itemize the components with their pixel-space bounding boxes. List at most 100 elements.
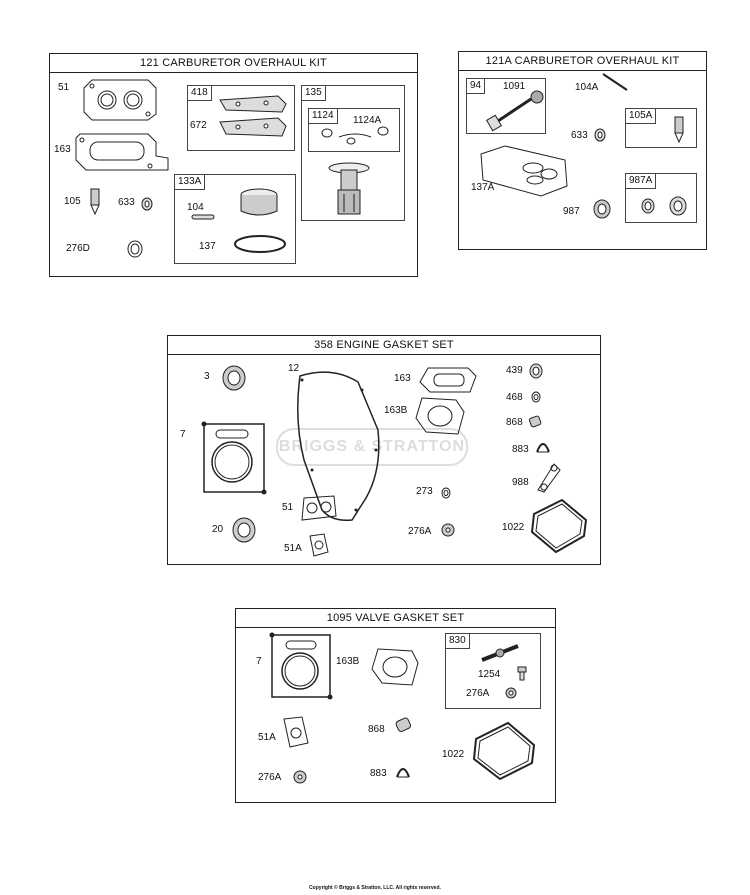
part-label-137a: 137A: [471, 182, 495, 193]
seal-633: [141, 197, 153, 211]
kit-121a-panel: 121A CARBURETOR OVERHAUL KIT 94 1091 104…: [458, 51, 707, 250]
part-label-104: 104: [187, 202, 204, 213]
gasket-163b-358: [415, 397, 465, 435]
breather-gasket-988: [537, 463, 561, 493]
gasket-163b-1095: [371, 648, 419, 686]
head-gasket-7-358: [201, 421, 267, 495]
part-label-105: 105: [64, 196, 81, 207]
part-label-51-358: 51: [282, 502, 294, 513]
crankcase-gasket-12: [297, 371, 380, 522]
subkit-987a-tag: 987A: [626, 174, 657, 189]
part-label-1022-1095: 1022: [442, 749, 465, 760]
part-label-633a: 633: [571, 130, 588, 141]
subkit-418-tag: 418: [188, 86, 212, 101]
valve-seal-868-358: [528, 415, 542, 428]
seals-987a: [641, 196, 687, 216]
part-label-987: 987: [563, 206, 580, 217]
part-label-20: 20: [212, 524, 224, 535]
subkit-1124-tag: 1124: [309, 109, 338, 124]
subkit-418-box: 418 672: [187, 85, 295, 151]
part-label-273: 273: [416, 486, 433, 497]
part-label-163b-358: 163B: [384, 405, 408, 416]
part-label-1254: 1254: [478, 669, 501, 680]
part-label-1022-358: 1022: [502, 522, 525, 533]
part-label-12: 12: [288, 363, 300, 374]
gasket-51a-358: [309, 533, 329, 557]
part-label-988: 988: [512, 477, 529, 488]
part-label-276a-830: 276A: [466, 688, 490, 699]
gasket-51-358: [301, 495, 337, 521]
part-label-104a: 104A: [575, 82, 599, 93]
set-1095-panel: 1095 VALVE GASKET SET 7 163B 830 1254 27…: [235, 608, 556, 803]
part-label-868-358: 868: [506, 417, 523, 428]
part-label-51: 51: [58, 82, 70, 93]
subkit-133a-box: 133A 104 137: [174, 174, 296, 264]
part-label-439: 439: [506, 365, 523, 376]
seal-20: [232, 517, 256, 543]
cover-gasket-1022-1095: [472, 721, 536, 781]
seal-468: [531, 391, 541, 403]
subkit-135-tag: 135: [302, 86, 326, 101]
part-label-137: 137: [199, 241, 216, 252]
part-label-1124a: 1124A: [353, 115, 382, 126]
part-label-7-1095: 7: [256, 656, 262, 667]
primer-assembly-135: [328, 162, 370, 215]
clip-883-358: [536, 443, 550, 453]
subkit-135-box: 135 1124 1124A: [301, 85, 405, 221]
subkit-105a-tag: 105A: [626, 109, 657, 124]
bolt-1254: [517, 666, 527, 681]
subkit-133a-tag: 133A: [175, 175, 206, 190]
part-label-51a-1095: 51A: [258, 732, 276, 743]
head-gasket-7-1095: [269, 632, 333, 700]
part-label-633: 633: [118, 197, 135, 208]
needle-valve-94: [485, 90, 544, 132]
seal-987: [593, 199, 611, 219]
carb-gasket-163: [75, 133, 169, 171]
subkit-94-tag: 94: [467, 79, 486, 94]
seals-1124: [321, 126, 389, 145]
washer-276a-1095: [293, 770, 307, 784]
float-133a: [240, 188, 278, 216]
gasket-418: [219, 95, 287, 113]
part-label-883-358: 883: [512, 444, 529, 455]
set-1095-title: 1095 VALVE GASKET SET: [236, 609, 555, 628]
carb-gasket-51: [83, 79, 157, 121]
subkit-830-box: 830 1254 276A: [445, 633, 541, 709]
subkit-987a-box: 987A: [625, 173, 697, 223]
part-label-3: 3: [204, 371, 210, 382]
subkit-1124-box: 1124 1124A: [308, 108, 400, 152]
seal-439: [529, 363, 543, 379]
subkit-94-box: 94 1091: [466, 78, 546, 134]
part-label-468: 468: [506, 392, 523, 403]
gasket-51a-1095: [283, 716, 309, 748]
part-label-276d: 276D: [66, 243, 90, 254]
oring-137: [234, 235, 286, 253]
rocker-830: [481, 644, 519, 662]
washer-276a-830: [505, 687, 517, 699]
kit-121a-title: 121A CARBURETOR OVERHAUL KIT: [459, 52, 706, 71]
part-label-163b-1095: 163B: [336, 656, 360, 667]
part-label-163b-358-upper: 163: [394, 373, 411, 384]
part-label-276a-1095: 276A: [258, 772, 282, 783]
gasket-163-358: [419, 367, 477, 393]
gasket-672: [219, 117, 287, 137]
needle-105a: [674, 116, 684, 144]
subkit-830-tag: 830: [446, 634, 470, 649]
seal-273: [441, 487, 451, 499]
part-label-51a-358: 51A: [284, 543, 302, 554]
washer-276d: [127, 240, 143, 258]
part-label-276a-358: 276A: [408, 526, 432, 537]
part-label-1091: 1091: [503, 81, 526, 92]
valve-seal-868-1095: [395, 717, 412, 733]
pin-104a: [602, 73, 628, 91]
seal-3: [222, 365, 246, 391]
part-label-163: 163: [54, 144, 71, 155]
part-label-868-1095: 868: [368, 724, 385, 735]
seal-633a: [594, 128, 606, 142]
cover-gasket-1022-358: [530, 498, 588, 554]
pin-104: [191, 214, 215, 220]
kit-121-title: 121 CARBURETOR OVERHAUL KIT: [50, 54, 417, 73]
part-label-883-1095: 883: [370, 768, 387, 779]
needle-valve-105: [90, 188, 100, 216]
part-label-7-358: 7: [180, 429, 186, 440]
